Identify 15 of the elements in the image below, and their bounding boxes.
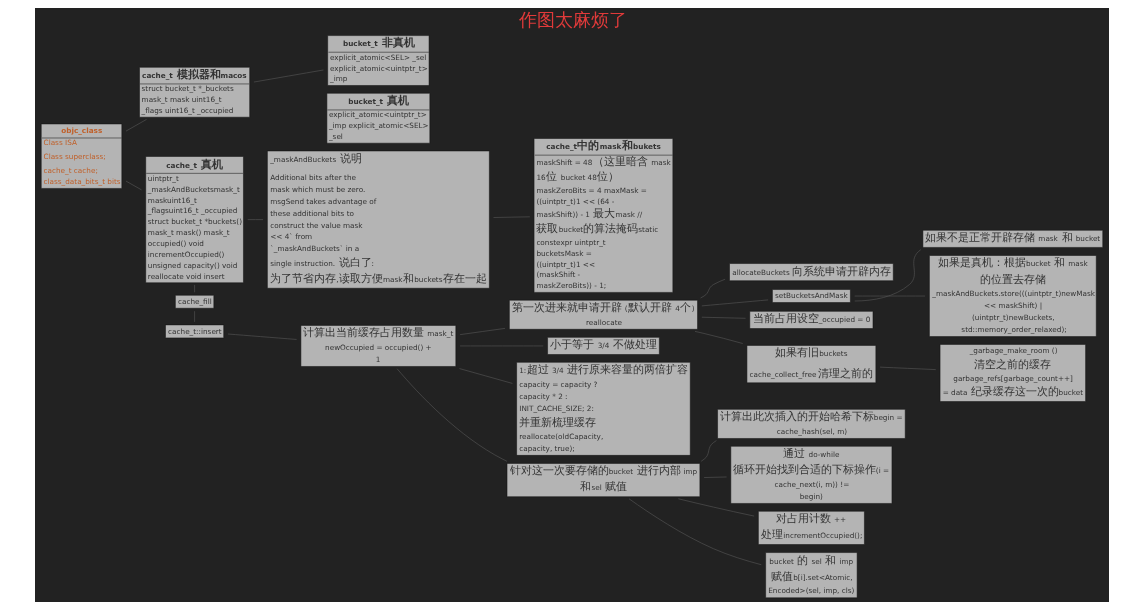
diagram-title: 作图太麻烦了 xyxy=(518,10,627,31)
connector xyxy=(700,440,717,462)
connector xyxy=(853,249,921,302)
connector xyxy=(125,180,142,191)
connector xyxy=(628,498,762,566)
connector xyxy=(459,328,505,335)
connector xyxy=(701,299,768,307)
connector xyxy=(253,69,324,83)
connector xyxy=(699,278,725,299)
connector xyxy=(125,119,147,132)
connector xyxy=(227,333,297,340)
connector xyxy=(677,498,754,517)
connector xyxy=(396,368,507,462)
connector xyxy=(694,331,743,344)
connector xyxy=(458,368,513,384)
